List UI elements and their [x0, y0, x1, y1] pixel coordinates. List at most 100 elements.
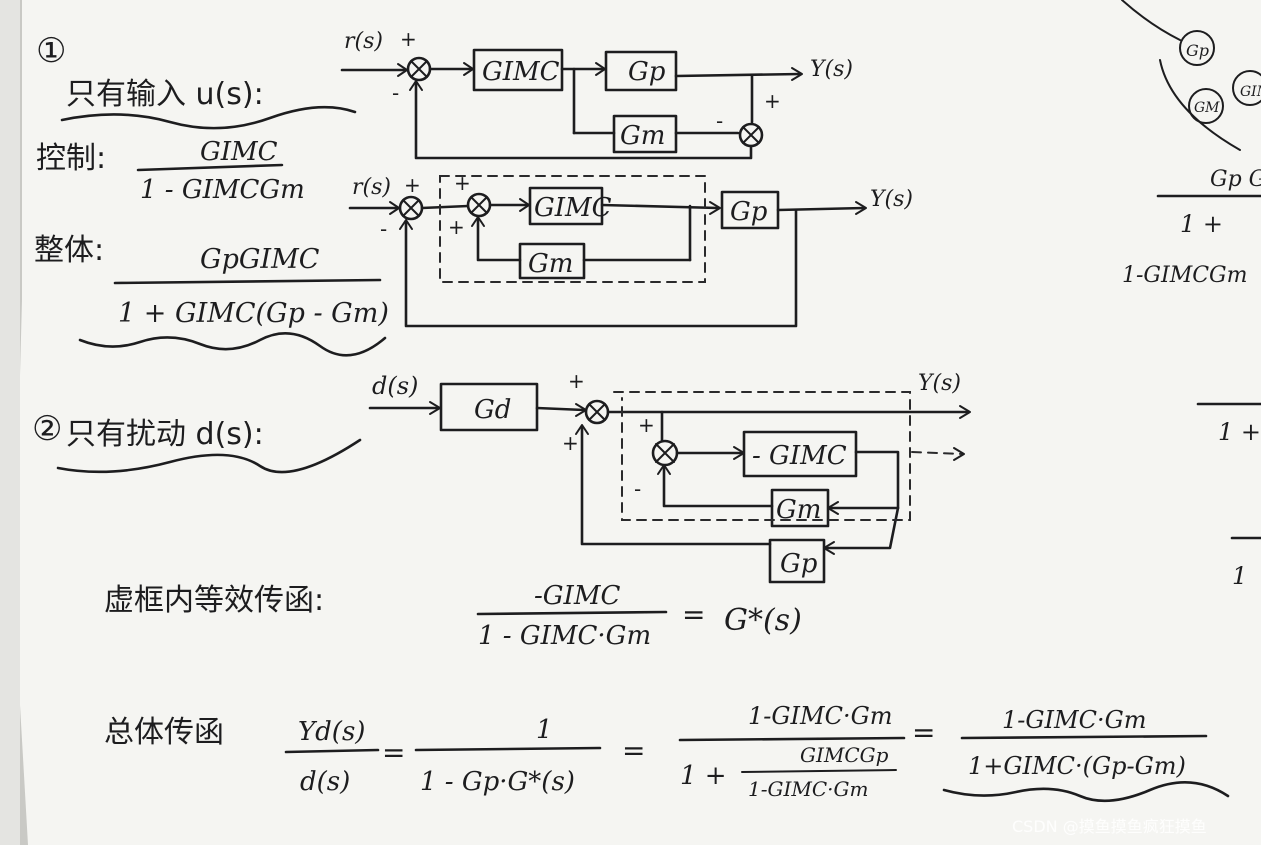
edge-circle-1: [1179, 30, 1215, 66]
d2-output-label: Y(s): [918, 371, 961, 396]
d2-arrow-sum2: [657, 464, 671, 475]
d2-sign-plus-top: +: [568, 369, 585, 393]
loop-fraction-bar: [136, 163, 284, 172]
loop-den: 1 - GIMCGm: [140, 175, 305, 205]
d1b-input-label: r(s): [352, 175, 391, 200]
overall-den: 1 + GIMC(Gp - Gm): [118, 298, 389, 329]
d2-feedback-arrow: [575, 424, 589, 435]
d1b-gm-to-sum2: [476, 216, 522, 262]
d1a-block-gp: [604, 50, 678, 92]
d2-arrow-out: [959, 405, 971, 419]
t1-den: 1 - Gp·G*(s): [420, 767, 575, 797]
t1-bar: [414, 746, 602, 752]
d1a-feedback-arrow: [409, 80, 423, 91]
d1a-block-gm-label: Gm: [620, 121, 665, 151]
edge-circle-2: [1232, 70, 1261, 106]
d2-sign-plus-inner: +: [638, 413, 655, 437]
d2-to-gp: [824, 506, 900, 550]
d1b-line-sum2: [420, 204, 470, 210]
d1b-sign-plus-top: +: [454, 171, 471, 195]
csdn-watermark: CSDN @摸鱼摸鱼疯狂摸鱼: [1012, 817, 1207, 836]
t2-den-inner-den: 1-GIMC·Gm: [748, 777, 868, 801]
t2-den-inner-num: GIMCGp: [800, 743, 889, 767]
total-label: 总体传函: [104, 715, 224, 750]
d1b-sign-plus-in: +: [404, 173, 421, 197]
d2-gm-to-sum2: [662, 464, 774, 508]
diagram-1b: r(s) + - + + GIMC Gm Gp Y(s): [348, 171, 913, 328]
edge-text-4: Gp G: [1210, 167, 1261, 192]
d1b-arrow-sum2: [471, 216, 485, 227]
total-eq3: =: [912, 716, 935, 749]
d1b-feedback-arrow: [399, 219, 413, 230]
total-lhs-den: d(s): [300, 767, 350, 797]
d2-sum-2-x: [655, 443, 675, 463]
d2-block-gp-label: Gp: [780, 549, 818, 579]
total-lhs-num: Yd(s): [298, 717, 365, 747]
d1b-block-gm-label: Gm: [528, 249, 573, 279]
edge-text-8: 1: [1232, 562, 1247, 590]
d2-block-gp: [768, 538, 826, 584]
d1b-output-label: Y(s): [870, 187, 913, 212]
d1a-sum-2-x: [742, 126, 760, 144]
d2-feedback: [580, 424, 772, 546]
diagram-1a: r(s) + - GIMC Gp Y(s) Gm + -: [340, 27, 853, 160]
part2-heading-underline: [56, 438, 362, 474]
d1a-output-label: Y(s): [810, 57, 853, 82]
edge-text-5: 1 +: [1180, 210, 1223, 238]
overall-underline: [78, 331, 387, 357]
d1b-sum-1-x: [402, 199, 420, 217]
total-lhs-bar: [284, 748, 380, 754]
part2-heading: 只有扰动 d(s):: [66, 417, 264, 452]
loop-num: GIMC: [200, 137, 278, 167]
d1b-block-gp-label: Gp: [730, 197, 768, 227]
edge-text-1: Gp: [1186, 41, 1209, 60]
part1-heading: 只有输入 u(s):: [66, 77, 264, 112]
d1a-sign-plus-in: +: [400, 27, 417, 51]
d2-dashed-out: [911, 451, 963, 455]
edge-text-2: GIM: [1240, 84, 1261, 100]
d2-block-gimc: [742, 430, 858, 478]
t2-den-a: 1 +: [680, 761, 727, 791]
t3-bar: [960, 734, 1208, 740]
d1b-sign-plus-bottom: +: [448, 215, 465, 239]
d1a-arrow-out: [791, 67, 803, 81]
d1b-block-gimc-label: GIMC: [534, 193, 612, 223]
d1a-sum-1-x: [410, 60, 428, 78]
d1a-sign-minus-fb: -: [392, 81, 399, 105]
d1b-arrow-gp: [709, 201, 721, 215]
equiv-label: 虚框内等效传函:: [104, 583, 324, 618]
d2-line-sum: [535, 406, 586, 412]
d1b-line-out: [776, 206, 866, 212]
d2-sum-1-x: [588, 403, 606, 421]
d1b-feedback: [404, 208, 798, 328]
d1a-feedback: [414, 80, 753, 160]
total-eq1: =: [382, 736, 405, 769]
total-eq2: =: [622, 734, 645, 767]
equiv-equals: =: [682, 598, 705, 631]
t3-den: 1+GIMC·(Gp-Gm): [968, 752, 1186, 780]
overall-num: GpGIMC: [200, 244, 320, 275]
d2-dashed-arrow: [953, 447, 965, 461]
d2-block-gd-label: Gd: [474, 395, 511, 425]
left-backdrop: [0, 0, 20, 845]
t2-inner-bar: [741, 769, 897, 773]
d1a-sign-plus-top: +: [764, 89, 781, 113]
t2-num: 1-GIMC·Gm: [748, 702, 893, 730]
t3-underline: [942, 781, 1230, 803]
equiv-num: -GIMC: [534, 581, 620, 611]
edge-curve-2: [1159, 59, 1241, 151]
d1a-block-gp-label: Gp: [628, 57, 666, 87]
loop-label: 控制:: [36, 141, 106, 176]
overall-label: 整体:: [34, 233, 104, 268]
d1b-arrow-out: [855, 201, 867, 215]
d2-block-gm: [770, 488, 830, 528]
overall-fraction-bar: [113, 278, 382, 285]
paper-sheet: [14, 0, 1261, 845]
d2-gimc-to-gm: [828, 450, 900, 510]
d2-sign-plus-bottom: +: [562, 431, 579, 455]
d1a-block-gimc-label: GIMC: [482, 57, 560, 87]
t3-num: 1-GIMC·Gm: [1002, 706, 1147, 734]
d2-dashed-frame: [613, 391, 911, 521]
equiv-fraction-bar: [476, 610, 668, 616]
